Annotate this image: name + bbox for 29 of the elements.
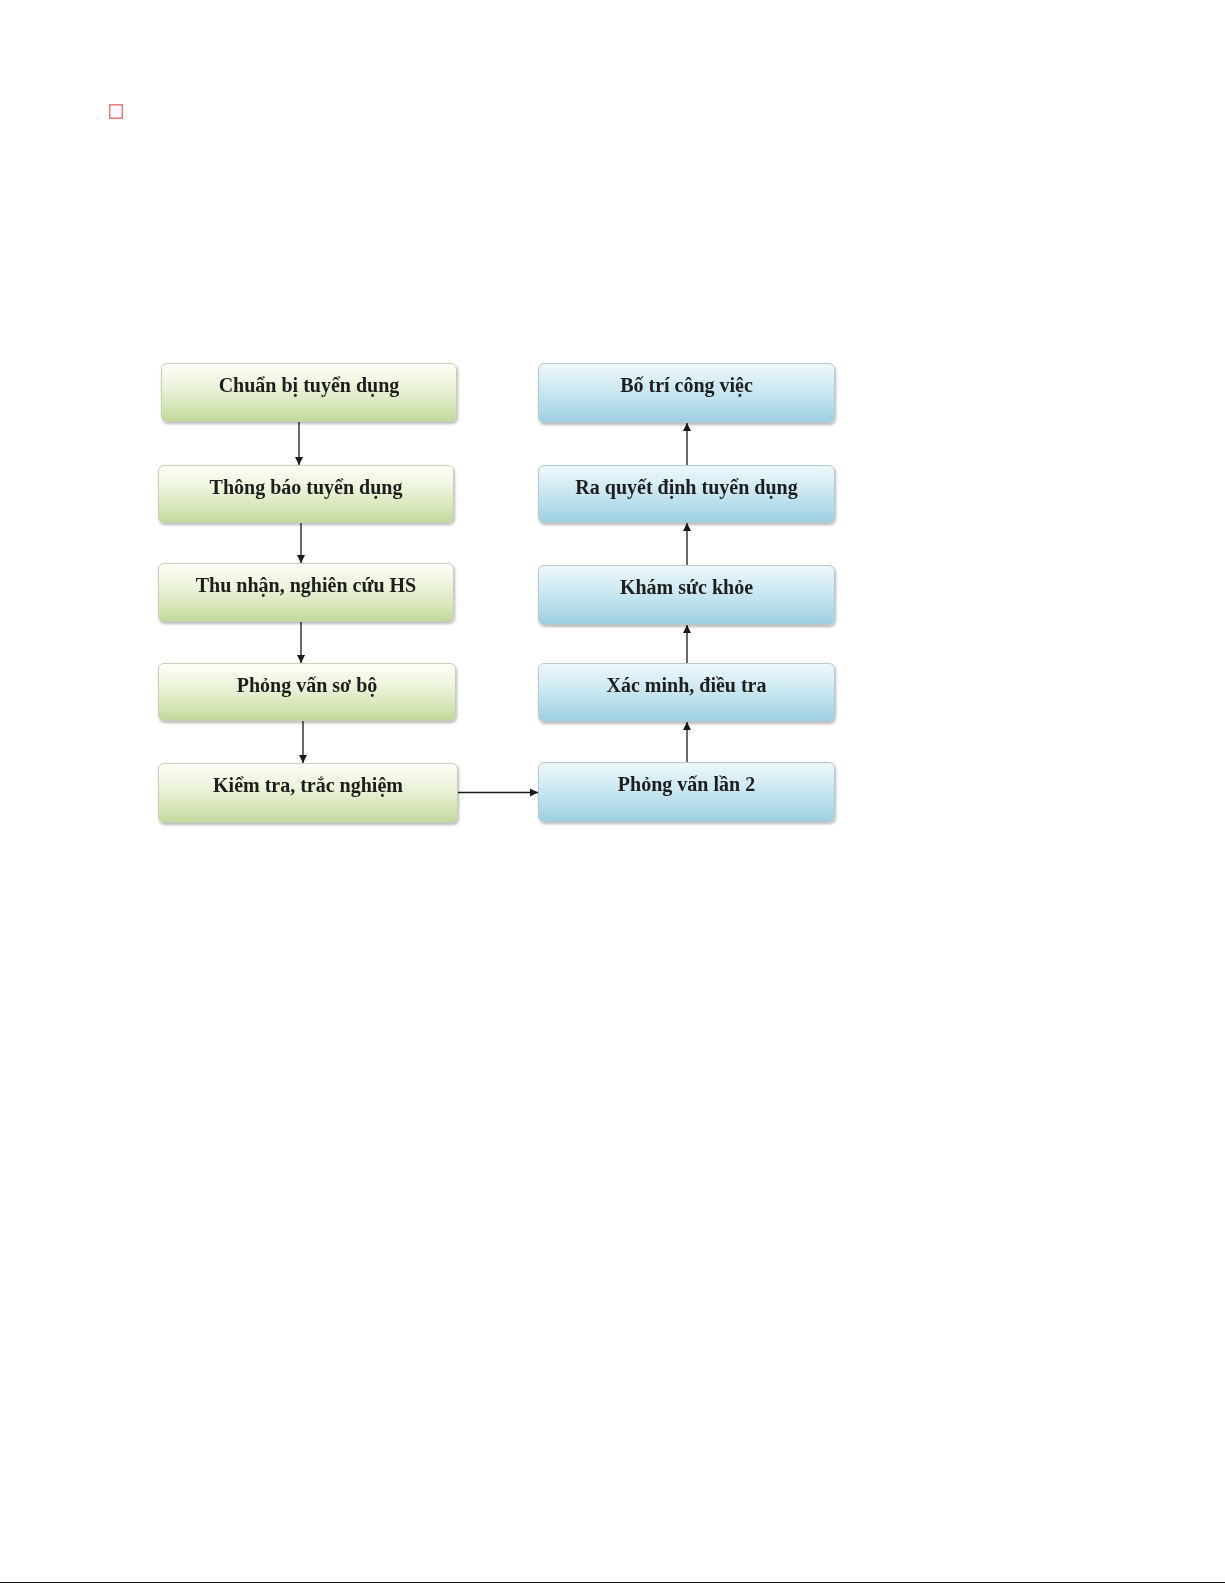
step-label: Thông báo tuyển dụng xyxy=(209,475,403,499)
process-box xyxy=(538,663,835,722)
process-box xyxy=(538,565,835,625)
process-box xyxy=(538,363,835,423)
step-label: Khám sức khỏe xyxy=(619,575,754,599)
step-label: Phỏng vấn sơ bộ xyxy=(236,673,378,697)
step-label: Ra quyết định tuyển dụng xyxy=(575,475,798,499)
arrow xyxy=(683,522,691,566)
arrow xyxy=(299,720,307,764)
step-label: Bố trí công việc xyxy=(620,373,753,397)
step-label: Kiểm tra, trắc nghiệm xyxy=(213,773,403,797)
process-box xyxy=(161,363,457,422)
arrow xyxy=(297,621,305,664)
process-box xyxy=(158,563,454,622)
step-label: Thu nhận, nghiên cứu HS xyxy=(195,573,417,597)
arrow xyxy=(297,522,305,564)
process-box xyxy=(158,663,456,721)
arrow xyxy=(683,624,691,664)
process-box xyxy=(538,465,835,523)
step-label: Chuẩn bị tuyển dụng xyxy=(218,373,400,397)
arrow xyxy=(295,421,303,466)
arrow xyxy=(683,721,691,763)
process-box xyxy=(158,763,458,823)
arrow xyxy=(683,422,691,466)
step-label: Phỏng vấn lần 2 xyxy=(617,772,756,796)
arrow xyxy=(457,788,539,797)
process-box xyxy=(538,762,835,822)
step-label: Xác minh, điều tra xyxy=(606,673,767,697)
process-box xyxy=(158,465,454,523)
